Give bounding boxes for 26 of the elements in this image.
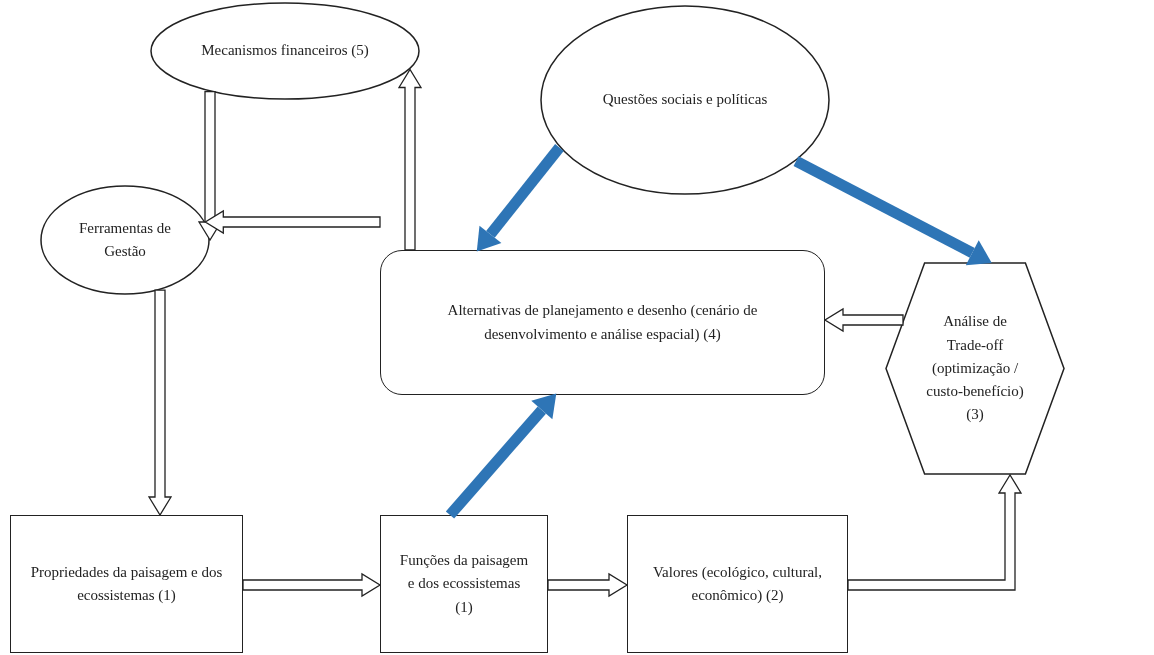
rounded-box bbox=[380, 250, 825, 395]
node-label: Ferramentas de Gestão bbox=[77, 218, 172, 261]
node-label: Análise de Trade-off (optimização / custo-benefício) (3) bbox=[925, 312, 1025, 425]
hollow-arrow bbox=[847, 473, 1023, 591]
hollow-arrow bbox=[204, 209, 381, 235]
hexagon-node bbox=[885, 262, 1065, 475]
node-label: Alternativas de planejamento e desenho (cenário de desenvolvimento e análise espacial) (4) bbox=[446, 301, 759, 344]
hollow-arrow bbox=[242, 572, 382, 598]
hollow-arrow bbox=[547, 572, 629, 598]
ellipse-node bbox=[40, 185, 210, 295]
ellipse-node bbox=[540, 5, 830, 195]
process-box bbox=[10, 515, 243, 653]
node-label: Questões sociais e políticas bbox=[602, 90, 768, 110]
arrow bbox=[476, 144, 564, 252]
node-label: Funções da paisagem e dos ecossistemas (1) bbox=[399, 551, 529, 617]
arrow bbox=[793, 156, 992, 266]
process-box bbox=[627, 515, 848, 653]
node-label: Mecanismos financeiros (5) bbox=[201, 41, 369, 61]
node-label: Propriedades da paisagem e dos ecossistemas (1) bbox=[29, 562, 224, 605]
node-label: Valores (ecológico, cultural, econômico) (2) bbox=[651, 562, 824, 605]
arrow bbox=[445, 393, 557, 519]
hollow-arrow bbox=[397, 68, 423, 251]
hollow-arrow bbox=[147, 289, 173, 517]
hollow-arrow bbox=[823, 307, 904, 333]
ellipse-node bbox=[150, 2, 420, 100]
process-box bbox=[380, 515, 548, 653]
